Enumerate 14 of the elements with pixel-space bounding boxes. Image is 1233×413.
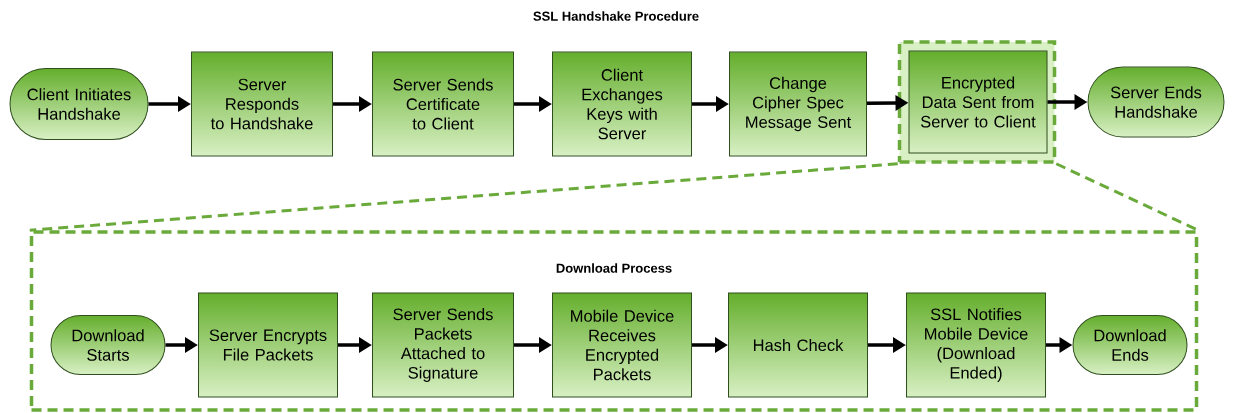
process-box: Change Cipher Spec Message Sent [729, 51, 867, 157]
zoom-line [29, 162, 898, 232]
process-box: Mobile Device Receives Encrypted Packets [552, 292, 692, 398]
process-box: Server Sends Certificate to Client [372, 51, 514, 157]
diagram-title: SSL Handshake Procedure [533, 11, 699, 21]
process-box: Hash Check [728, 292, 868, 398]
process-box: SSL Notifies Mobile Device (Download Ended) [906, 292, 1046, 398]
process-box: Client Exchanges Keys with Server [552, 51, 692, 157]
process-box: Server Encrypts File Packets [198, 292, 338, 398]
process-box: Server Responds to Handshake [191, 51, 333, 157]
section-heading: Download Process [556, 263, 672, 273]
process-box: Server Sends Packets Attached to Signature [372, 292, 514, 398]
process-box: Encrypted Data Sent from Server to Client [908, 50, 1048, 154]
zoom-line [1055, 162, 1199, 232]
